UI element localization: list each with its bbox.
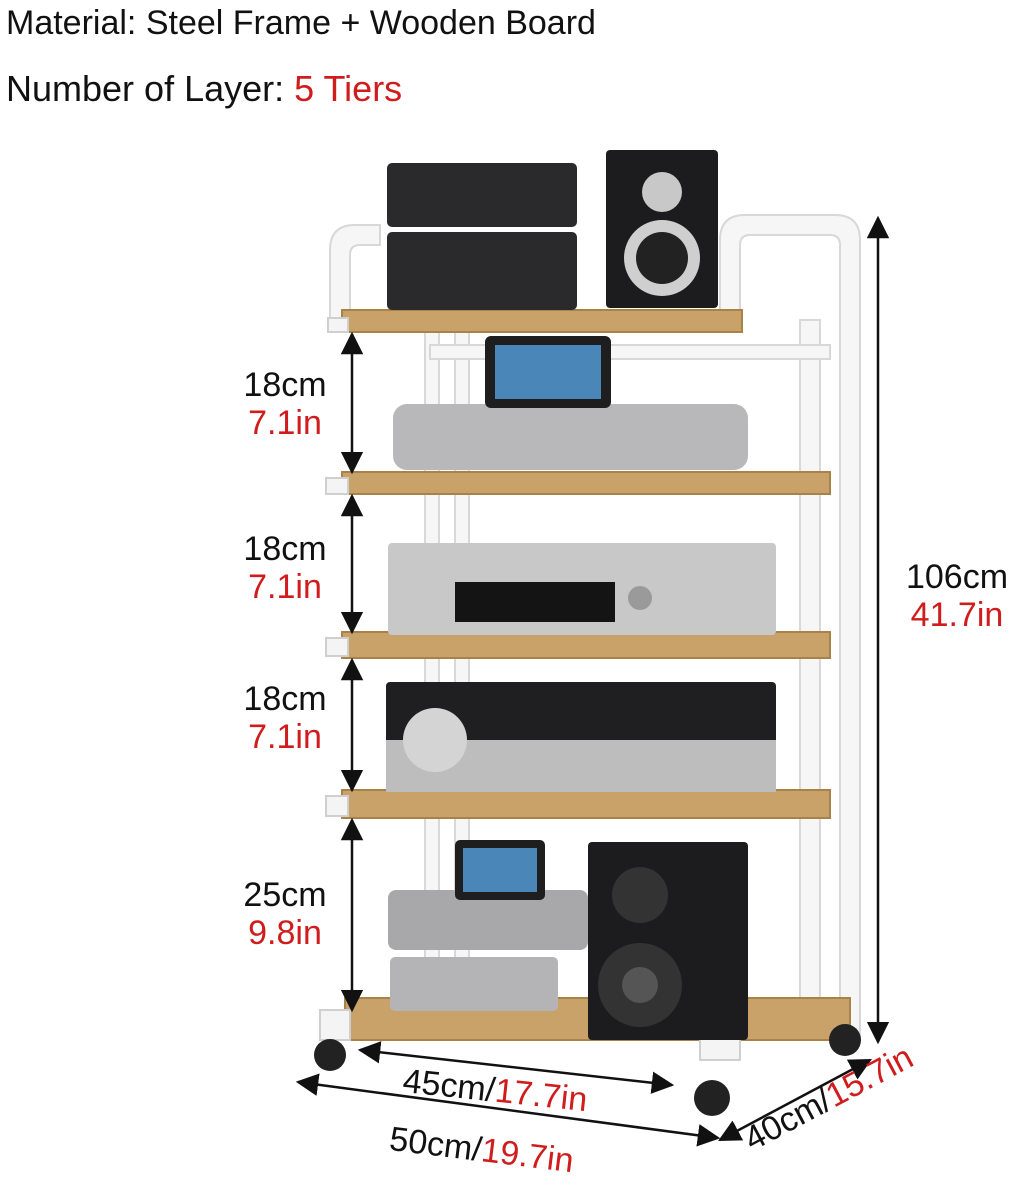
shelf-1 <box>341 309 743 333</box>
gap-label-1: 18cm 7.1in <box>225 366 345 442</box>
material-value: Steel Frame + Wooden Board <box>145 4 596 42</box>
height-label: 106cm 41.7in <box>892 558 1022 634</box>
devices <box>386 150 776 1040</box>
gap-1-cm: 18cm <box>243 366 327 404</box>
wooden-shelves <box>341 309 851 1041</box>
layers-label: Number of Layer: <box>6 68 285 109</box>
height-in: 41.7in <box>910 596 1004 634</box>
gap-4-cm: 25cm <box>243 876 327 914</box>
gap-label-2: 18cm 7.1in <box>225 530 345 606</box>
gap-1-in: 7.1in <box>248 404 322 442</box>
gap-2-cm: 18cm <box>243 530 327 568</box>
material-line: Material: Steel Frame + Wooden Board <box>6 4 596 43</box>
gap-label-3: 18cm 7.1in <box>225 680 345 756</box>
gap-4-in: 9.8in <box>248 914 322 952</box>
shelf-2 <box>341 471 831 495</box>
dimension-arrows <box>295 215 890 1147</box>
shelf-4 <box>341 789 831 819</box>
gap-3-cm: 18cm <box>243 680 327 718</box>
outer-width-arrow <box>295 1073 721 1147</box>
layers-value: 5 Tiers <box>294 68 403 109</box>
height-cm: 106cm <box>905 558 1009 596</box>
gap-3-in: 7.1in <box>248 718 322 756</box>
material-label: Material: <box>6 4 137 42</box>
depth-arrow <box>718 1058 872 1142</box>
shelf-3 <box>341 631 831 659</box>
gap-label-4: 25cm 9.8in <box>225 876 345 952</box>
gap-2-in: 7.1in <box>248 568 322 606</box>
layers-line: Number of Layer: 5 Tiers <box>6 68 402 110</box>
